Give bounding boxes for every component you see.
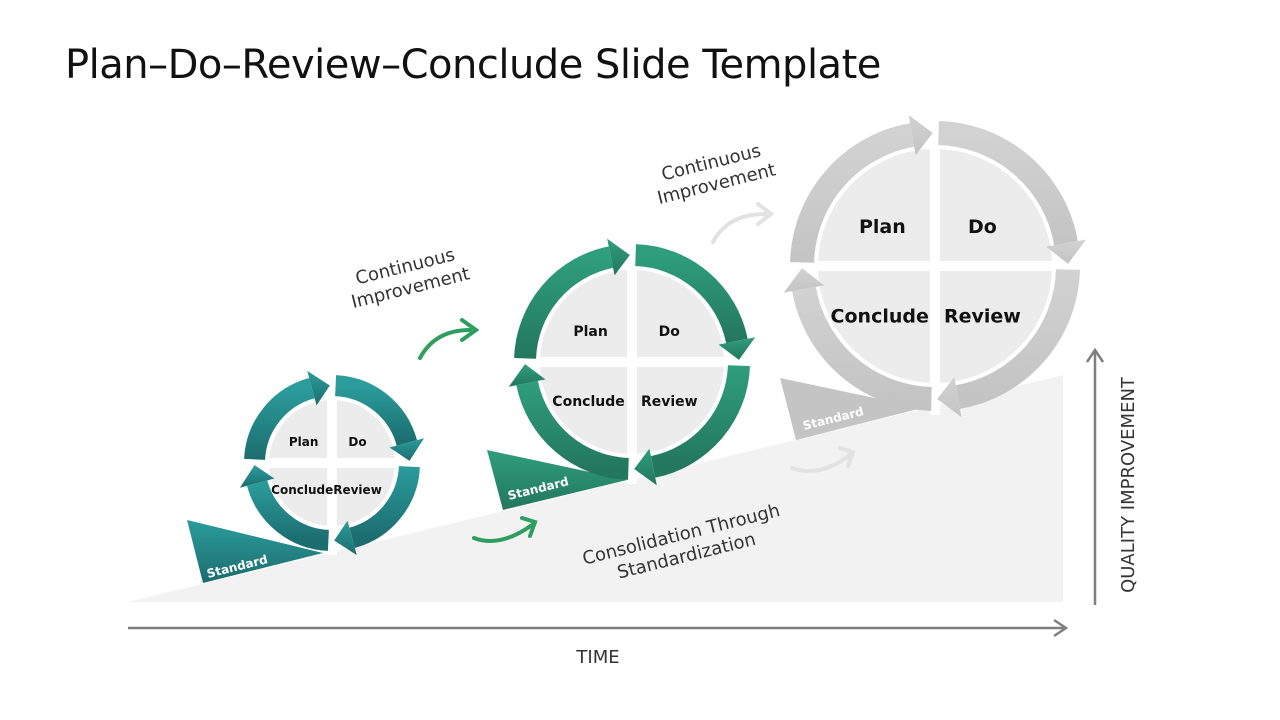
arc-arrow-do [334,375,417,446]
quadrant-label-do: Do [659,324,681,340]
quality-axis-label: QUALITY IMPROVEMENT [1118,376,1139,593]
arc-arrow-plan [514,246,614,360]
arc-arrow-review [349,465,420,548]
curved-arrow-icon [472,516,538,543]
time-axis-label: TIME [575,647,619,668]
arrowhead-icon [389,438,425,461]
quadrant-label-conclude: Conclude [271,483,333,497]
quality-axis [1085,347,1105,605]
arc-arrow-plan [790,123,915,263]
arrowhead-icon [607,238,630,276]
quadrant-label-review: Review [333,483,382,497]
arrowhead-icon [307,370,330,406]
arrowhead-icon [937,376,962,418]
curved-arrow-icon [418,318,480,360]
quadrant-label-review: Review [944,306,1021,328]
quadrant-label-plan: Plan [573,324,607,340]
arc-arrow-review [955,269,1080,409]
arc-arrow-do [634,244,748,344]
standard-wedge-1: Standard [187,520,323,583]
continuous-improvement-note-2: Continuous Improvement [655,140,778,209]
arc-arrow-review [650,364,750,478]
curved-arrow-icon [790,446,856,473]
quadrant-label-conclude: Conclude [552,394,624,410]
curved-arrow-icon [711,202,775,244]
arc-arrow-conclude [247,480,330,551]
arrowhead-icon [334,520,357,556]
time-axis [128,618,1069,638]
arc-arrow-conclude [792,286,932,411]
arrowhead-icon [1045,239,1087,264]
arrowhead-icon [508,364,546,387]
slide-title: Plan–Do–Review–Conclude Slide Template [65,42,881,88]
quadrant-label-do: Do [348,435,366,449]
arrowhead-icon [908,114,933,156]
arrowhead-icon [634,448,657,486]
arc-arrow-conclude [516,380,630,480]
arc-arrow-plan [244,378,315,461]
continuous-improvement-note-1: Continuous Improvement [349,244,472,313]
quadrant-label-do: Do [968,216,997,238]
arrowhead-icon [239,465,275,488]
quadrant-label-plan: Plan [859,216,906,238]
quadrant-label-plan: Plan [289,435,319,449]
arc-arrow-do [938,121,1078,246]
arrowhead-icon [718,337,756,360]
quadrant-label-review: Review [641,394,698,410]
arrowhead-icon [783,268,825,293]
quadrant-label-conclude: Conclude [831,306,929,328]
